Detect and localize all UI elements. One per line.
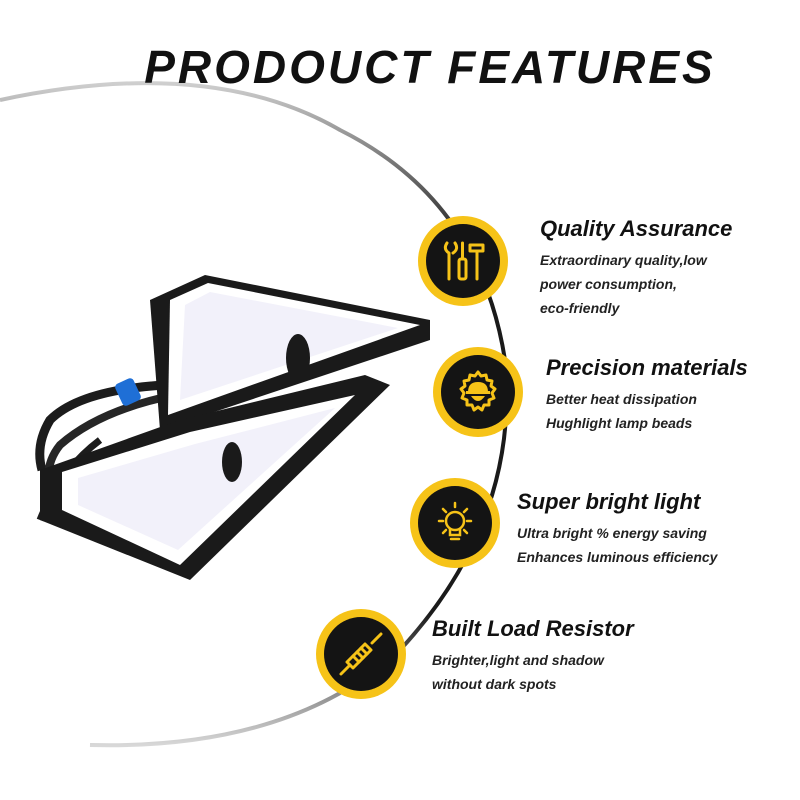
feature-materials: Precision materials Better heat dissipat… <box>546 355 748 435</box>
feature-title: Precision materials <box>546 355 748 380</box>
resistor-icon <box>339 632 383 676</box>
feature-bright-light: Super bright light Ultra bright % energy… <box>517 489 717 569</box>
feature-badge-quality <box>418 216 508 306</box>
feature-title: Quality Assurance <box>540 216 733 241</box>
feature-resistor: Built Load Resistor Brighter,light and s… <box>432 616 634 696</box>
page-title: PRODOUCT FEATURES <box>144 41 716 93</box>
feature-quality: Quality Assurance Extraordinary quality,… <box>540 216 732 320</box>
feature-text-line: power consumption, <box>540 276 677 293</box>
feature-badge-bright-light <box>410 478 500 568</box>
feature-text-line: Brighter,light and shadow <box>432 652 604 669</box>
feature-text-line: without dark spots <box>432 676 557 693</box>
feature-badge-materials <box>433 347 523 437</box>
feature-title: Super bright light <box>517 489 701 514</box>
worker-helmet-gear-icon <box>459 370 497 412</box>
feature-text-line: Ultra bright % energy saving <box>517 525 707 542</box>
tools-icon <box>443 241 485 281</box>
feature-title: Built Load Resistor <box>432 616 634 641</box>
feature-text-line: Extraordinary quality,low <box>540 252 707 269</box>
feature-badge-resistor <box>316 609 406 699</box>
feature-text-line: Better heat dissipation <box>546 391 697 408</box>
feature-text-line: Enhances luminous efficiency <box>517 549 718 566</box>
feature-text-line: eco-friendly <box>540 300 620 317</box>
light-bulb-icon <box>437 501 473 541</box>
feature-text-line: Hughlight lamp beads <box>546 415 693 432</box>
